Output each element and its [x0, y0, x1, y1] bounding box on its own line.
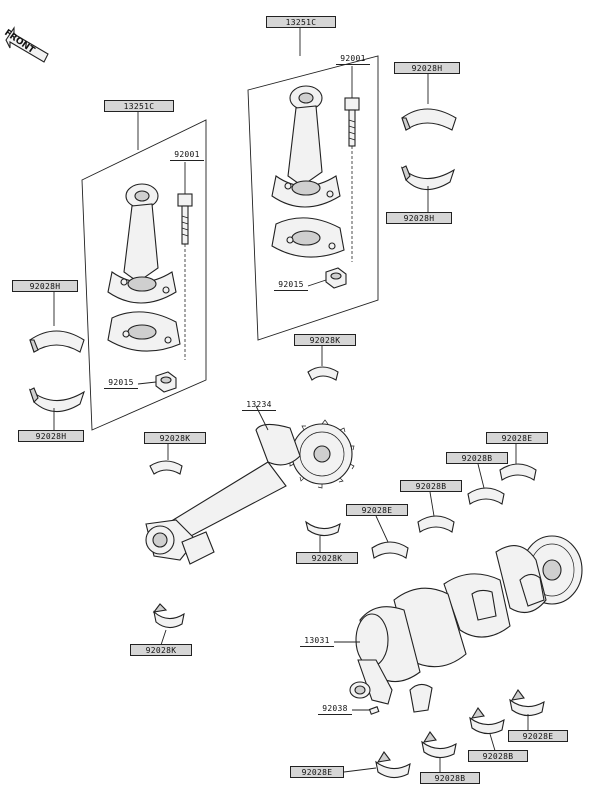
label-bolt-left: 92001	[170, 150, 204, 161]
lower-bearing-2	[469, 707, 505, 735]
rod-assembly-right-frame	[247, 28, 379, 341]
bolt-right	[344, 97, 360, 262]
label-balancer-bearing-upper-right: 92028K	[294, 334, 356, 346]
label-balancer-shaft: 13234	[242, 400, 276, 411]
main-bearing-3	[417, 515, 455, 533]
label-bearing-right-bottom: 92028H	[386, 212, 452, 224]
label-nut-left: 92015	[104, 378, 138, 389]
label-rod-set-right: 13251C	[266, 16, 336, 28]
label-rod-set-left: 13251C	[104, 100, 174, 112]
key	[368, 706, 380, 715]
balancer-bearing-upper-left	[149, 460, 183, 475]
label-main-bearing-1: 92028E	[486, 432, 548, 444]
balancer-bearing-bottom-left	[152, 603, 185, 629]
label-bearing-left-top: 92028H	[12, 280, 78, 292]
main-bearing-1	[499, 463, 537, 481]
label-lower-bearing-1: 92028E	[508, 730, 568, 742]
label-main-bearing-2: 92028B	[446, 452, 508, 464]
label-bearing-right-top: 92028H	[394, 62, 460, 74]
main-bearing-4	[371, 541, 409, 559]
bearing-left-top	[29, 330, 85, 353]
label-key: 92038	[318, 704, 352, 715]
balancer-bearing-upper-right	[307, 366, 339, 381]
nut-right	[325, 267, 347, 289]
label-lower-bearing-4: 92028E	[290, 766, 344, 778]
lower-bearing-4	[375, 751, 411, 779]
label-main-bearing-4: 92028E	[346, 504, 408, 516]
label-crankshaft: 13031	[300, 636, 334, 647]
bearing-left-bottom	[28, 387, 85, 413]
label-nut-right: 92015	[274, 280, 308, 291]
connecting-rod-right	[271, 85, 345, 258]
label-main-bearing-3: 92028B	[400, 480, 462, 492]
connecting-rod-left	[107, 183, 181, 352]
label-balancer-bearing-lower-left: 92028K	[296, 552, 358, 564]
label-balancer-bearing-upper-left: 92028K	[144, 432, 206, 444]
bearing-right-bottom	[400, 165, 455, 191]
bearing-right-top	[401, 108, 457, 131]
label-lower-bearing-3: 92028B	[420, 772, 480, 784]
nut-left	[155, 371, 177, 393]
balancer-gear	[289, 419, 355, 489]
balancer-shaft	[145, 419, 355, 565]
bolt-left	[177, 193, 193, 360]
main-bearing-2	[467, 487, 505, 505]
lower-bearing-3	[421, 731, 457, 759]
rod-assembly-left-frame	[81, 112, 207, 431]
label-bolt-right: 92001	[336, 54, 370, 65]
crankshaft	[349, 535, 583, 713]
label-lower-bearing-2: 92028B	[468, 750, 528, 762]
label-balancer-bearing-bottom-left: 92028K	[130, 644, 192, 656]
front-arrow-icon	[5, 26, 49, 63]
label-bearing-left-bottom: 92028H	[18, 430, 84, 442]
leader-lines	[53, 66, 529, 776]
lower-bearing-1	[509, 689, 545, 717]
balancer-bearing-lower-left	[305, 520, 341, 537]
